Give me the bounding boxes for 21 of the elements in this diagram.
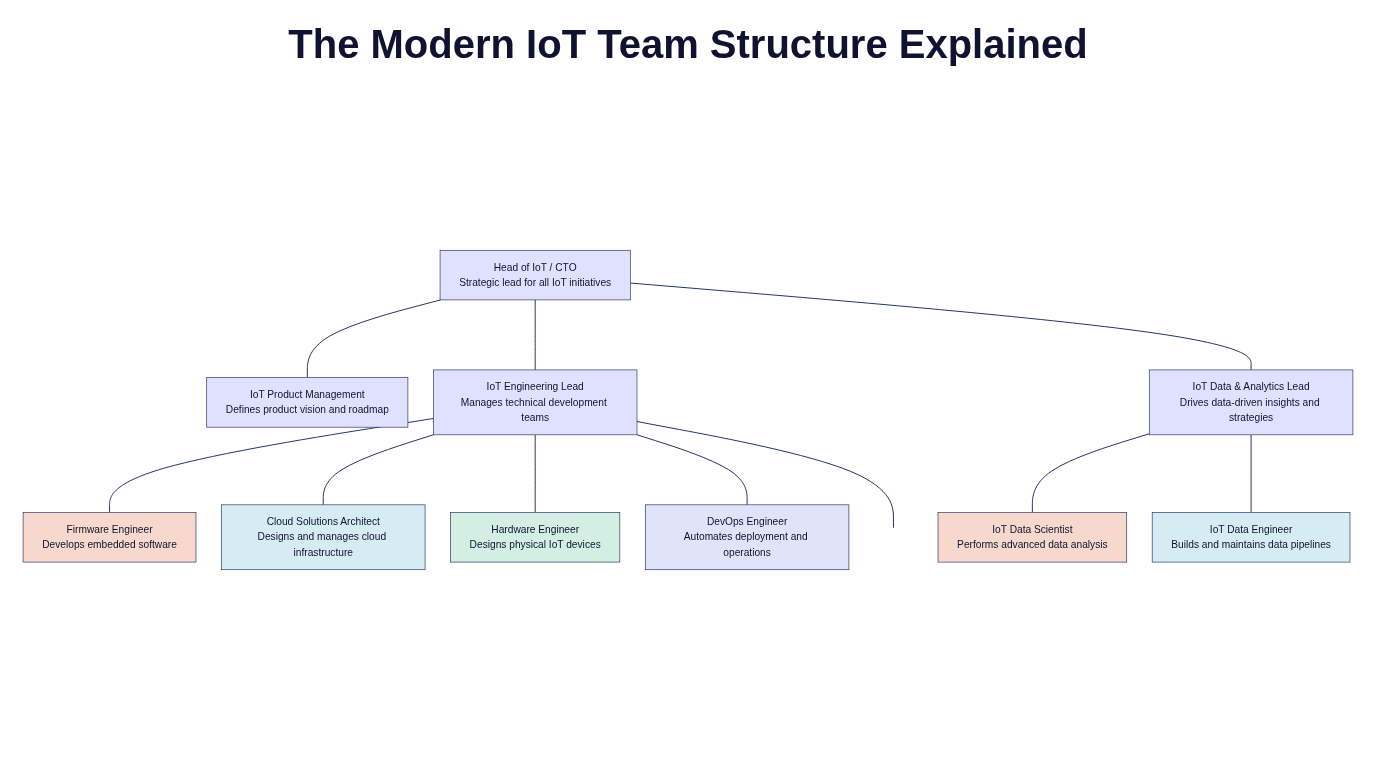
connector <box>109 418 434 513</box>
node-box: Hardware Engineer Designs physical IoT devices <box>450 512 621 563</box>
connector <box>629 282 1252 371</box>
connector <box>534 434 536 513</box>
diagram-title: The Modern IoT Team Structure Explained <box>288 22 1088 67</box>
node-box: IoT Data Scientist Performs advanced data analysis <box>937 512 1128 563</box>
connector <box>322 434 434 506</box>
node-box: DevOps Engineer Automates deployment and operations <box>644 504 850 571</box>
node-box: IoT Data & Analytics Lead Drives data-driven insights and strategies <box>1148 369 1354 436</box>
node-box: Cloud Solutions Architect Designs and manages cloud infrastructure <box>221 504 426 571</box>
connector <box>636 434 748 506</box>
node-box: IoT Engineering Lead Manages technical development teams <box>433 369 638 436</box>
node-box: IoT Data Engineer Builds and maintains data pipelines <box>1151 512 1351 563</box>
connector <box>636 421 894 529</box>
node-box: Head of IoT / CTO Strategic lead for all IoT initiatives <box>439 249 631 301</box>
node-box: IoT Product Management Defines product vision and roadmap <box>206 377 409 428</box>
connector <box>306 299 442 379</box>
node-box: Firmware Engineer Develops embedded software <box>22 512 197 563</box>
connector <box>1031 433 1150 513</box>
connector <box>1250 434 1252 513</box>
connector <box>534 299 536 371</box>
